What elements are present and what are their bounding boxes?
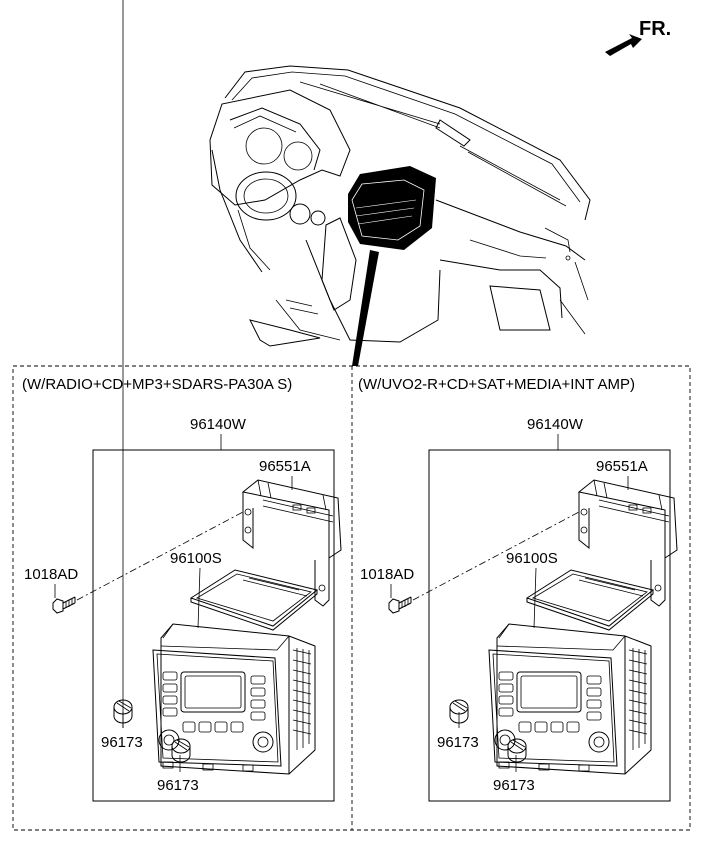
variant-left: (W/RADIO+CD+MP3+SDARS-PA30A S) 96140W 96… [22, 0, 342, 802]
knob-left-part-number: 96173 [437, 734, 479, 751]
direction-arrow-icon [605, 34, 642, 56]
front-direction-indicator: FR. [605, 18, 671, 56]
dashboard-illustration [209, 65, 591, 366]
assembly-part-number: 96140W [190, 416, 247, 433]
variant-caption: (W/UVO2-R+CD+SAT+MEDIA+INT AMP) [358, 376, 635, 393]
detail-frame [12, 365, 691, 831]
bracket-part-number: 96551A [259, 458, 311, 475]
front-label: FR. [639, 18, 671, 40]
knob-right-part-number: 96173 [493, 777, 535, 794]
assembly-box [428, 449, 671, 802]
cover-part-number: 96100S [506, 550, 558, 567]
cover-part-number: 96100S [170, 550, 222, 567]
variant-caption: (W/RADIO+CD+MP3+SDARS-PA30A S) [22, 376, 292, 393]
knob-left-part-number: 96173 [101, 734, 143, 751]
variant-right: (W/UVO2-R+CD+SAT+MEDIA+INT AMP) 96140W 9… [358, 376, 678, 802]
assembly-part-number: 96140W [527, 416, 584, 433]
screw-part-number: 1018AD [24, 566, 78, 583]
knob-right-part-number: 96173 [157, 777, 199, 794]
screw-part-number: 1018AD [360, 566, 414, 583]
bracket-part-number: 96551A [596, 458, 648, 475]
assembly-box [92, 449, 335, 802]
